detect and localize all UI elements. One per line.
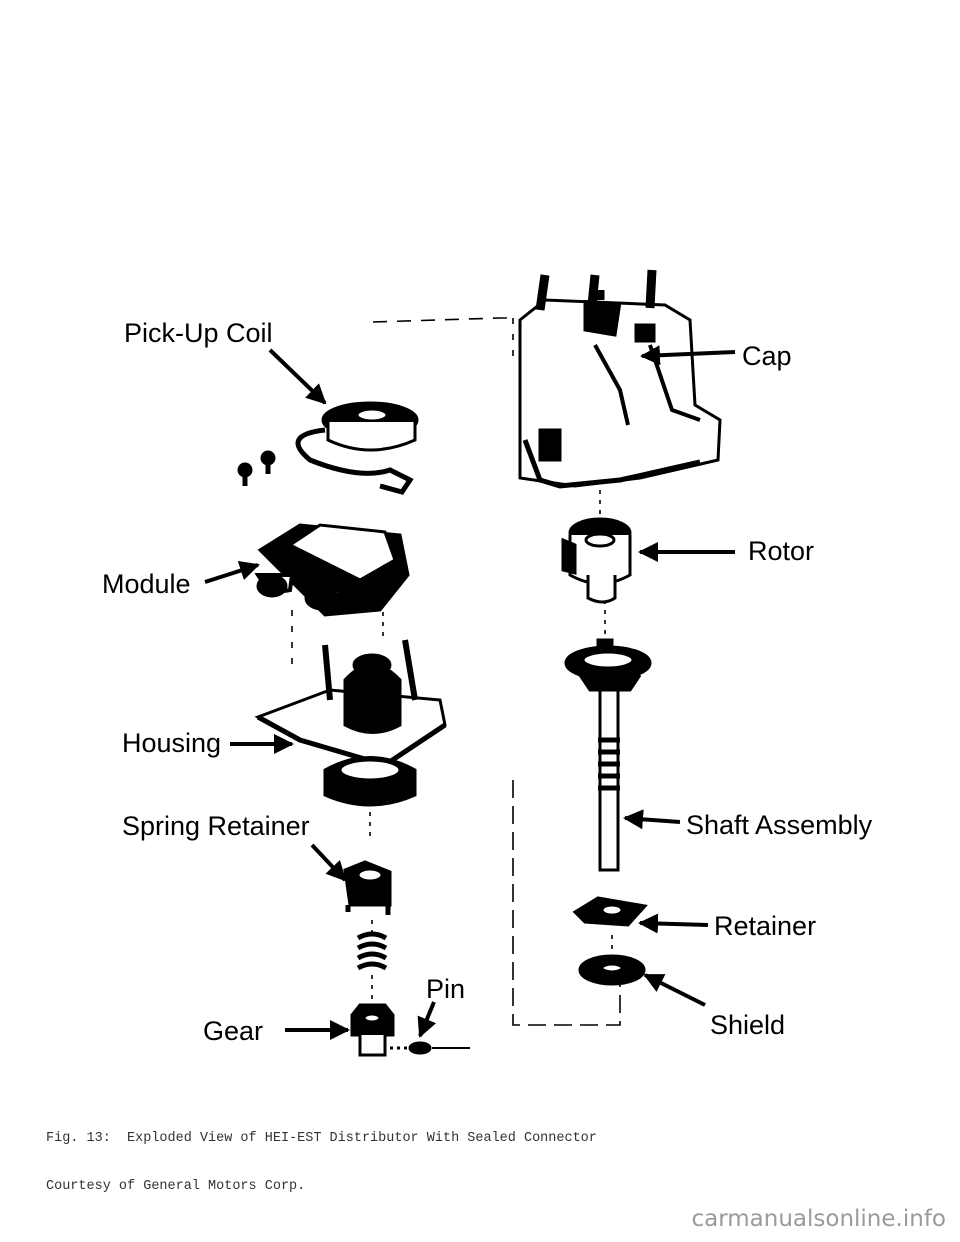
rotor-part: [561, 517, 632, 604]
label-cap: Cap: [742, 341, 792, 371]
label-retainer: Retainer: [714, 911, 816, 941]
housing-part: [254, 639, 447, 807]
caption-line-1: Fig. 13: Exploded View of HEI-EST Distri…: [46, 1131, 597, 1146]
spring-retainer-part: [343, 860, 392, 915]
label-pickup-coil: Pick-Up Coil: [124, 318, 273, 348]
module-part: [254, 523, 410, 617]
label-rotor: Rotor: [748, 536, 814, 566]
pickup-coil-part: [237, 401, 419, 495]
leader-arrows: [204, 345, 736, 1040]
label-shield: Shield: [710, 1010, 785, 1040]
shaft-assembly-part: [564, 638, 652, 872]
cap-part: [518, 269, 722, 489]
figure-caption: Fig. 13: Exploded View of HEI-EST Distri…: [46, 1099, 597, 1211]
label-housing: Housing: [122, 728, 221, 758]
label-module: Module: [102, 569, 191, 599]
label-pin: Pin: [426, 974, 465, 1004]
spring-part: [356, 931, 388, 971]
label-spring-retainer: Spring Retainer: [122, 811, 310, 841]
caption-line-2: Courtesy of General Motors Corp.: [46, 1179, 306, 1194]
alignment-lines: [291, 317, 621, 1026]
retainer-part: [572, 896, 648, 927]
label-shaft-assembly: Shaft Assembly: [686, 810, 873, 840]
watermark: carmanualsonline.info: [691, 1206, 946, 1232]
label-gear: Gear: [203, 1016, 263, 1046]
gear-part: [350, 1003, 395, 1057]
shield-part: [578, 954, 646, 986]
pin-part: [390, 1041, 470, 1055]
